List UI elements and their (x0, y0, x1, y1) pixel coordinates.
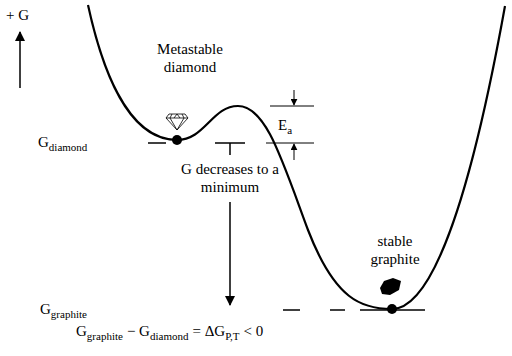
ea-bracket (266, 143, 314, 144)
state-label-group: Metastable diamond (140, 40, 240, 76)
subscript: P,T (225, 330, 239, 342)
diamond-icon (166, 114, 188, 130)
level-mark (330, 309, 345, 311)
minimum-dot (387, 304, 397, 314)
drop-arrow (229, 202, 231, 305)
level-mark (148, 142, 166, 144)
ea-bracket (270, 106, 314, 107)
graphite-icon (380, 278, 401, 295)
axis-label-group: + G (6, 6, 29, 24)
equation: − G (127, 323, 150, 339)
level-label: G (40, 301, 51, 317)
equation: < 0 (244, 323, 264, 339)
equation: G (76, 323, 87, 339)
arrow-note-group: G decreases to a minimum (165, 160, 295, 196)
arrow-note: G decreases to a minimum (181, 161, 279, 195)
energy-curve (88, 5, 505, 309)
subscript: graphite (87, 330, 123, 342)
equation-group: Ggraphite − Gdiamond= ΔGP,T < 0 (76, 322, 263, 345)
state-label: stable graphite (370, 233, 419, 267)
level-label-group: Ggraphite (40, 300, 87, 323)
level-label: G (38, 134, 49, 150)
subscript: diamond (150, 330, 189, 342)
state-label-group: stable graphite (362, 232, 428, 268)
level-mark (283, 309, 300, 311)
subscript: diamond (49, 141, 88, 153)
equation: = ΔG (192, 323, 225, 339)
level-mark (360, 309, 425, 311)
state-label: Metastable diamond (157, 41, 223, 75)
axis-arrow (19, 32, 21, 88)
level-label-group: Gdiamond (38, 133, 87, 156)
ea-arrow (294, 90, 295, 105)
subscript: graphite (51, 308, 87, 320)
axis-label: + G (6, 7, 29, 23)
minimum-dot (172, 135, 182, 145)
activation-label-group: Ea (278, 116, 292, 139)
activation-label: E (278, 117, 287, 133)
subscript: a (287, 124, 292, 136)
drop-arrow (229, 143, 231, 155)
ea-arrow (294, 144, 295, 160)
